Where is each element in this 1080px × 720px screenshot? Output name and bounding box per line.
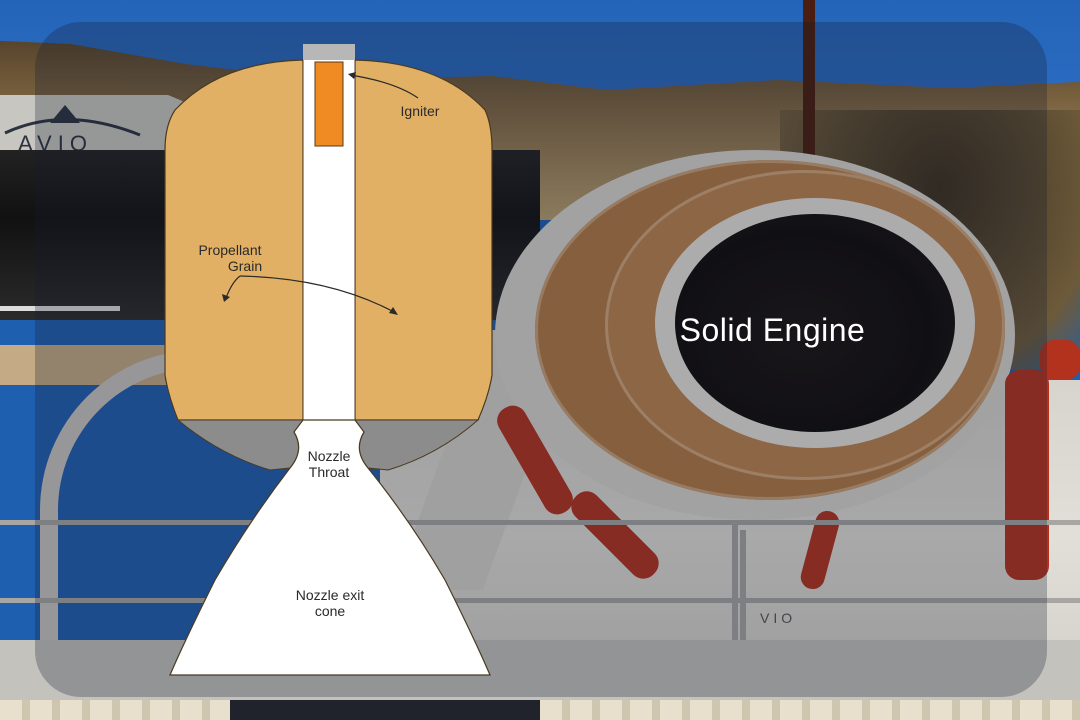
propellant-grain-left (164, 59, 304, 421)
propellant-grain-label-line1: Propellant (198, 242, 262, 258)
avio-logo-icon (4, 105, 141, 137)
avio-small-logo-text: VIO (760, 610, 797, 626)
diagram-title: Solid Engine (679, 312, 866, 348)
curtain-shadow (230, 700, 540, 720)
propellant-leader-arrow-left (225, 275, 241, 299)
arrowhead-icon (348, 72, 356, 79)
red-hose (1005, 370, 1049, 580)
building-light-strip (0, 306, 120, 311)
nozzle-exit-cone (169, 419, 491, 676)
solid-engine-photo (485, 140, 1025, 520)
propellant-grain-label-line2: Grain (227, 258, 263, 274)
nozzle-exit-cone-label-line1: Nozzle exit (295, 587, 365, 603)
igniter-label: Igniter (400, 103, 440, 119)
nozzle-exit-cone-label-line2: cone (314, 603, 346, 619)
nozzle-exit-cone-label: Nozzle exit cone (270, 587, 390, 619)
nozzle-throat-label-line2: Throat (308, 464, 350, 480)
igniter (314, 61, 344, 147)
arrowhead-icon (389, 307, 398, 315)
guard-rail-post (732, 520, 738, 640)
arrowhead-icon (222, 294, 230, 302)
red-hose (1040, 340, 1080, 380)
utility-pole (803, 0, 815, 160)
igniter-leader-arrow (349, 74, 419, 99)
propellant-grain-right (354, 59, 493, 421)
nozzle-throat-insert-left (176, 419, 304, 471)
nozzle-throat-label: Nozzle Throat (289, 448, 369, 480)
igniter-cap (303, 44, 355, 60)
guard-rail-mid (0, 598, 1080, 603)
guard-rail-post (740, 530, 746, 640)
guard-rail-top (0, 520, 1080, 525)
nozzle-throat-label-line1: Nozzle (307, 448, 351, 464)
propellant-leader-arrow-right (239, 275, 395, 313)
nozzle-throat-insert-right (354, 419, 480, 471)
propellant-grain-label: Propellant Grain (180, 242, 280, 274)
engine-bore (675, 214, 955, 432)
